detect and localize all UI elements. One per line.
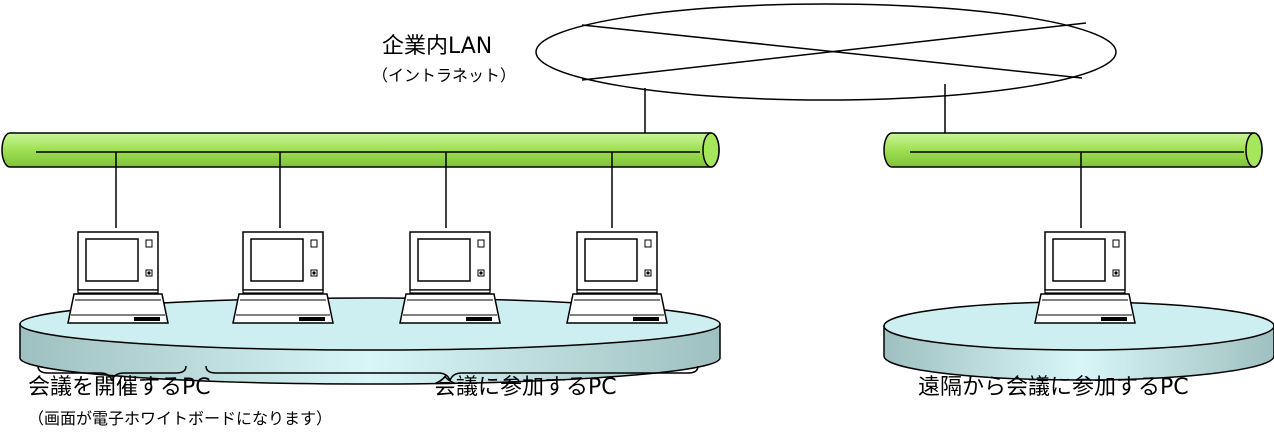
lan-title: 企業内LAN <box>382 34 493 59</box>
remote-pc-label: 遠隔から会議に参加するPC <box>918 375 1189 400</box>
laptop-icon <box>232 231 334 324</box>
remote-platform <box>883 301 1274 381</box>
brace-host <box>37 365 187 382</box>
network-bus-right <box>883 132 1263 168</box>
meeting-room-platform <box>19 297 721 385</box>
network-bus-left <box>1 132 720 168</box>
laptop-icon <box>566 231 668 324</box>
brace-join <box>205 365 699 382</box>
laptop-icon <box>67 231 169 324</box>
host-pc-label: 会議を開催するPC <box>28 375 211 400</box>
host-pc-note: （画面が電子ホワイトボードになります） <box>28 409 333 428</box>
join-pc-label: 会議に参加するPC <box>434 375 617 400</box>
intranet-cloud <box>535 3 1117 101</box>
laptop-icon <box>399 231 501 324</box>
laptop-icon <box>1034 231 1136 324</box>
lan-subtitle: （イントラネット） <box>372 66 517 85</box>
